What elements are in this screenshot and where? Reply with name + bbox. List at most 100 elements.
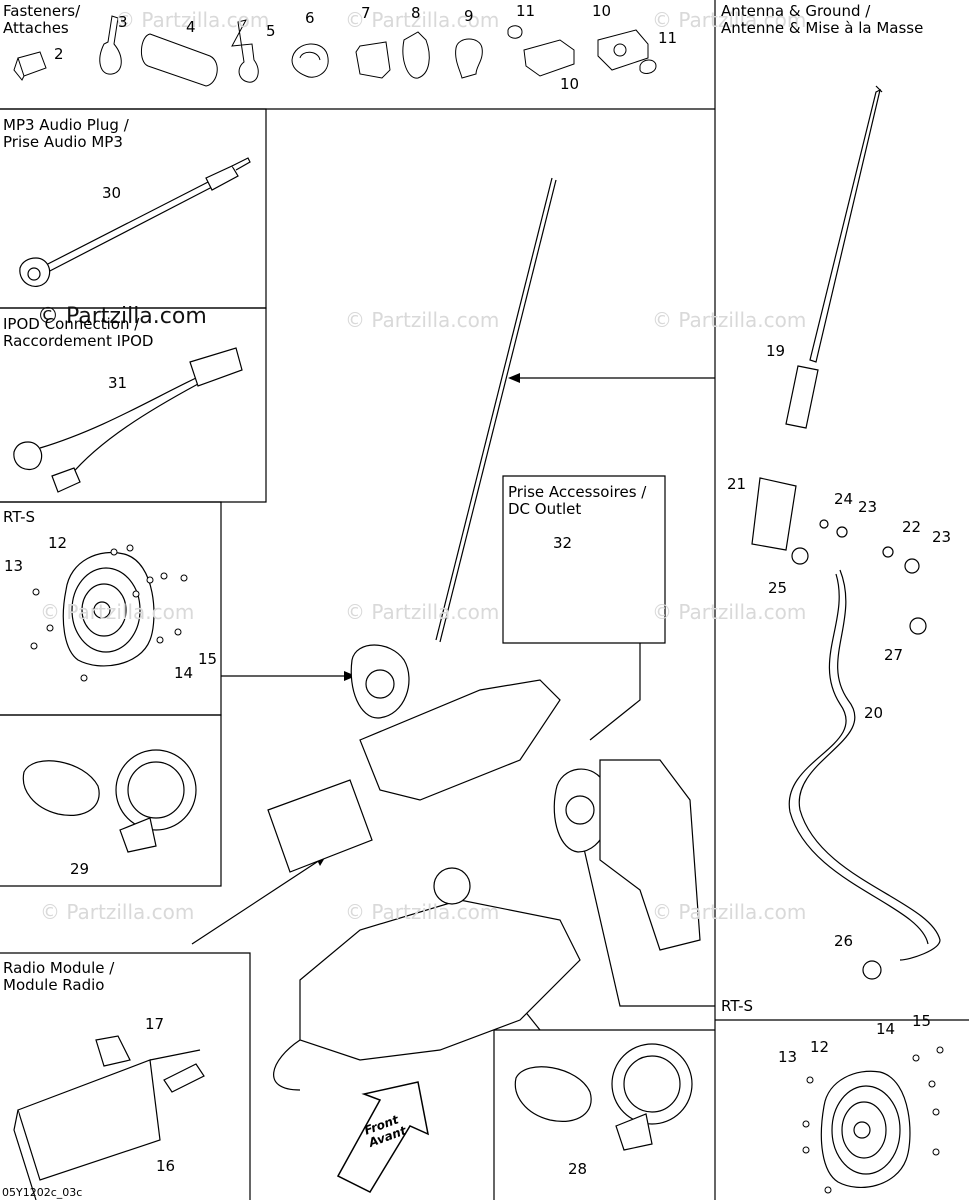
fuse-block (433, 867, 471, 905)
amplifier-box (267, 779, 373, 873)
radio-module-title-en: Radio Module / (3, 959, 115, 977)
washer-24-drawing (819, 519, 829, 529)
frame-dc-outlet (502, 475, 666, 644)
figure-code: 05Y1202c_03c (2, 1186, 83, 1199)
mp3-title-en: MP3 Audio Plug / (3, 116, 129, 134)
mp3-cable-drawing (39, 179, 213, 269)
callout-22: 22 (902, 518, 922, 536)
frame-speaker-cover (0, 714, 222, 887)
antenna-mount-block (751, 477, 797, 551)
ipod-dock-plug (51, 467, 81, 493)
dc-outlet-title-fr: Prise Accessoires / (508, 483, 647, 501)
tape-4-drawing (141, 33, 218, 87)
callout-32: 32 (553, 534, 573, 552)
callout-15: 15 (198, 650, 218, 668)
watermark: © Partzilla.com (345, 308, 500, 332)
antenna-title-en: Antenna & Ground / (721, 2, 871, 20)
callout-21: 21 (727, 475, 747, 493)
harness-lower-body (299, 899, 581, 1061)
leader-rts-right (581, 839, 715, 1007)
rts-left-title: RT-S (3, 508, 36, 526)
callout-13: 13 (4, 557, 24, 575)
watermark: © Partzilla.com (345, 8, 500, 32)
watermark: © Partzilla.com (40, 900, 195, 924)
tie-3-drawing (99, 15, 122, 75)
ipod-title-fr: Raccordement IPOD (3, 332, 154, 350)
watermark-overlay: © Partzilla.com (37, 304, 207, 329)
watermark: © Partzilla.com (345, 900, 500, 924)
watermark: © Partzilla.com (652, 8, 807, 32)
callout-8: 8 (411, 4, 421, 22)
washer-22-drawing (882, 546, 894, 558)
bracket-10b-hole (613, 43, 627, 57)
speaker-cover-left-housing (22, 760, 100, 816)
front-arrow-shape (336, 1081, 430, 1193)
washer-23-drawing (836, 526, 848, 538)
callout-15r: 15 (912, 1012, 932, 1030)
callout-12r: 12 (810, 1038, 830, 1056)
clip-7-drawing (355, 41, 391, 79)
callout-31: 31 (108, 374, 128, 392)
callout-28: 28 (568, 1160, 588, 1178)
callout-10a: 10 (560, 75, 580, 93)
radio-module-antenna-plug (163, 1063, 205, 1093)
callout-19: 19 (766, 342, 786, 360)
ipod-cable-drawing (39, 377, 197, 449)
radio-module-box (17, 1059, 161, 1181)
callout-17: 17 (145, 1015, 165, 1033)
ipod-connector-box (189, 347, 243, 387)
antenna-base (785, 365, 819, 429)
watermark: © Partzilla.com (652, 308, 807, 332)
callout-6: 6 (305, 9, 315, 27)
radio-module-title-fr: Module Radio (3, 976, 105, 994)
watermark: © Partzilla.com (652, 900, 807, 924)
clip-2-drawing (13, 51, 47, 81)
callout-10b: 10 (592, 2, 612, 20)
main-fairing-body (359, 679, 561, 801)
callout-27: 27 (884, 646, 904, 664)
callout-3: 3 (118, 13, 128, 31)
ipod-title-en: IPOD Connection / (3, 315, 140, 333)
callout-7: 7 (361, 4, 371, 22)
clip-6-drawing (291, 43, 329, 78)
ground-strap (798, 569, 941, 961)
callout-23a: 23 (858, 498, 878, 516)
clip-8-drawing (402, 31, 430, 79)
callout-11b: 11 (658, 29, 678, 47)
leader-speaker-cover (191, 859, 321, 945)
callout-30: 30 (102, 184, 122, 202)
antenna-title-fr: Antenne & Mise à la Masse (721, 19, 924, 37)
tie-5-drawing (231, 19, 259, 83)
nut-25-drawing (791, 547, 809, 565)
ipod-jack-end (13, 441, 43, 471)
rts-right-title: RT-S (721, 997, 754, 1015)
callout-14: 14 (174, 664, 194, 682)
callout-24: 24 (834, 490, 854, 508)
harness-left-arm (273, 1039, 301, 1091)
callout-23b: 23 (932, 528, 952, 546)
mp3-plug-end (205, 165, 239, 191)
watermark: © Partzilla.com (652, 600, 807, 624)
watermark: © Partzilla.com (40, 600, 195, 624)
bracket-10a-drawing (523, 39, 575, 77)
antenna-whip (809, 88, 881, 363)
callout-29: 29 (70, 860, 90, 878)
callout-25: 25 (768, 579, 788, 597)
fasteners-title-en: Fasteners/ (3, 2, 81, 20)
frame-radio-module (0, 952, 251, 1200)
dc-outlet-title-en: DC Outlet (508, 500, 582, 518)
callout-26: 26 (834, 932, 854, 950)
callout-13r: 13 (778, 1048, 798, 1066)
right-panel (599, 759, 701, 951)
callout-5: 5 (266, 22, 276, 40)
leader-dc-outlet (589, 643, 641, 741)
nut-11a-drawing (507, 25, 523, 39)
nut-26-drawing (862, 960, 882, 980)
mp3-title-fr: Prise Audio MP3 (3, 133, 123, 151)
fasteners-title-fr: Attaches (3, 19, 69, 37)
callout-20: 20 (864, 704, 884, 722)
central-antenna-mast (435, 177, 553, 641)
callout-12: 12 (48, 534, 68, 552)
watermark: © Partzilla.com (345, 600, 500, 624)
